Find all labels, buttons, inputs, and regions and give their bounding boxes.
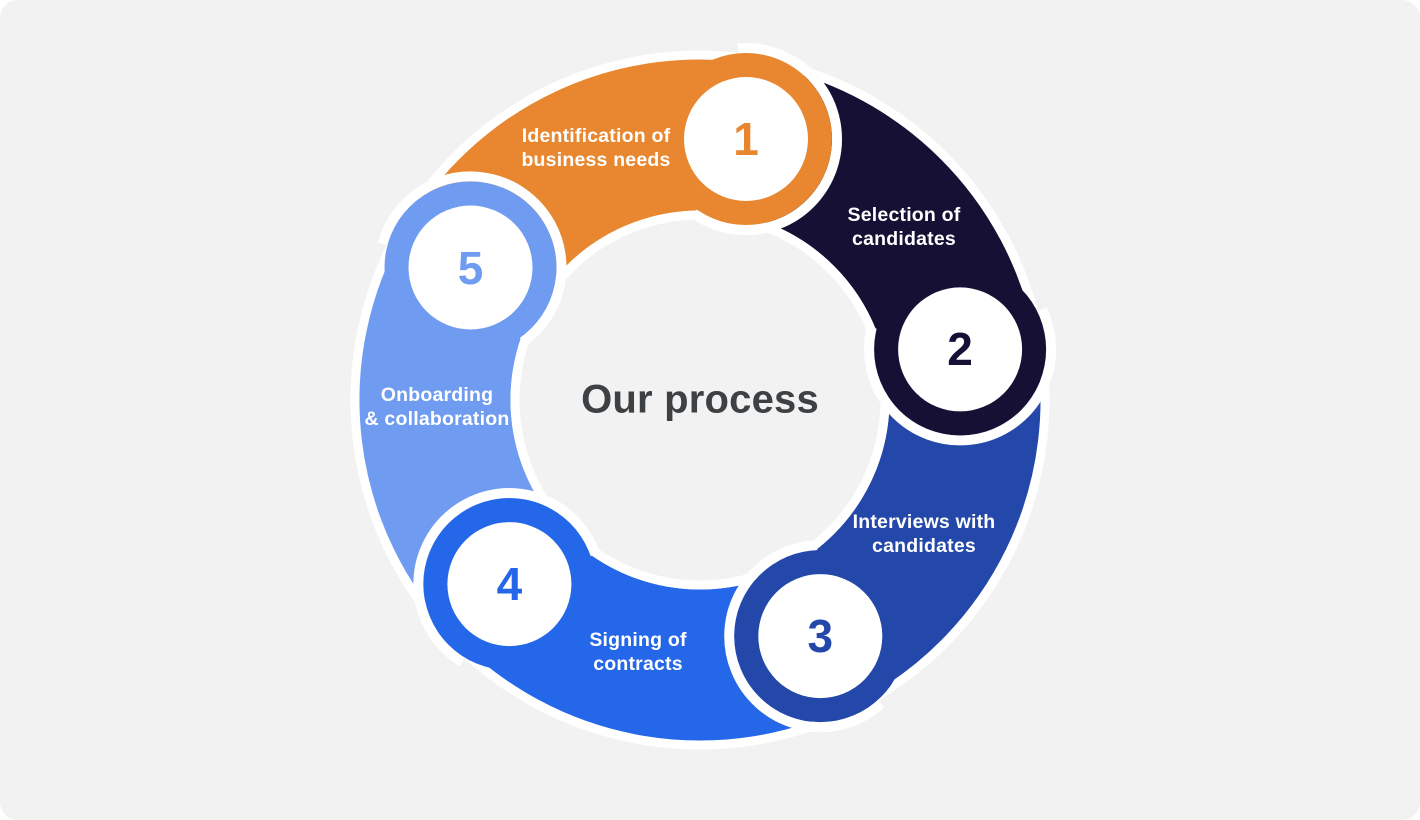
- bulge-gap-ring-5: [377, 171, 567, 347]
- bulge-gap-ring-2: [864, 307, 1057, 446]
- bulge-gap-ring-1: [690, 43, 842, 236]
- number-circle-5: [408, 205, 533, 330]
- number-circle-4: [447, 522, 572, 647]
- bulge-gap-ring-3: [724, 540, 885, 733]
- bulge-gap-ring-4: [413, 488, 601, 667]
- number-circle-3: [758, 574, 883, 699]
- number-circle-1: [684, 77, 808, 201]
- number-circle-2: [898, 287, 1023, 412]
